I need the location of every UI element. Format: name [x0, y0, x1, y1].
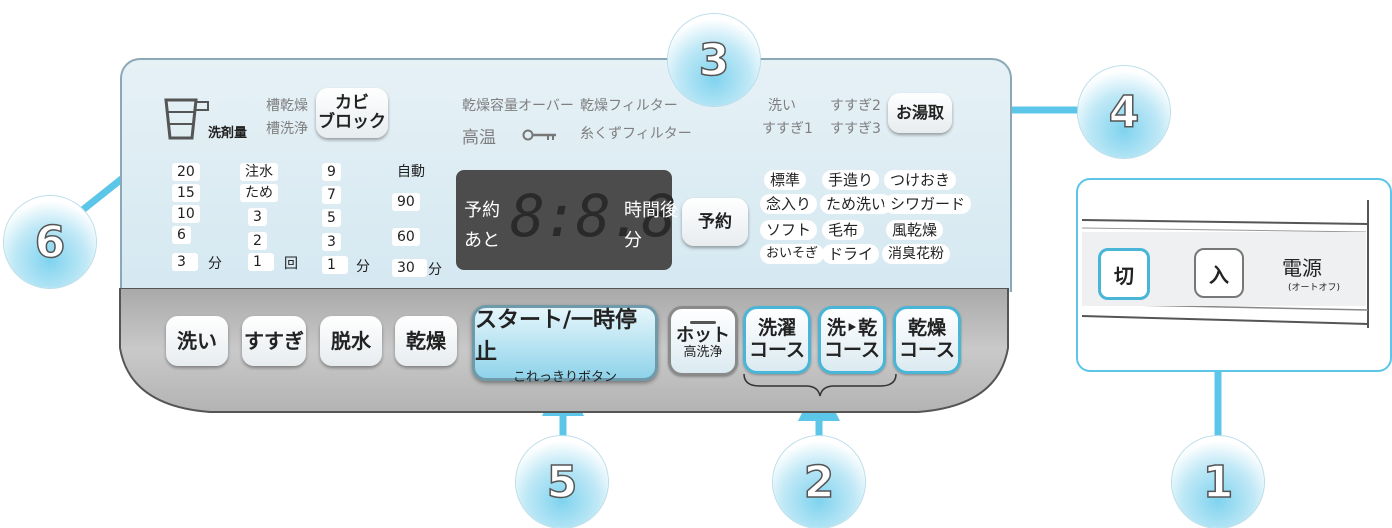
- rinse-button[interactable]: すすぎ: [242, 316, 306, 366]
- hot-label-1: ホット: [676, 324, 730, 346]
- callout-badge-6: 6: [4, 196, 96, 288]
- course-item: 標準: [764, 170, 807, 190]
- hot-water-button[interactable]: お湯取: [888, 93, 952, 133]
- dry-value: 90: [392, 193, 420, 211]
- detergent-amount-label: 洗剤量: [208, 126, 248, 141]
- spin-value: 7: [322, 186, 341, 204]
- callout-badge-5: 5: [516, 436, 608, 528]
- badge-number: 6: [34, 216, 66, 269]
- course-item: 消臭花粉: [882, 244, 950, 264]
- display-fun: 分: [624, 230, 642, 251]
- dry-unit: 分: [428, 262, 442, 278]
- stage-wash-indicator: 洗い: [768, 98, 796, 114]
- display-ato: あと: [464, 230, 500, 251]
- spin-value: 3: [322, 233, 341, 251]
- detergent-value: 3: [172, 253, 198, 271]
- dry-value: 60: [392, 228, 420, 246]
- badge-number: 4: [1108, 86, 1140, 139]
- course-item: 念入り: [760, 194, 818, 214]
- course-item: ドライ: [822, 244, 880, 264]
- course-item: つけおき: [884, 170, 957, 190]
- course-group-bracket: [743, 373, 897, 397]
- callout-badge-4: 4: [1078, 66, 1170, 158]
- course-item: 手造り: [822, 170, 880, 190]
- spin-unit: 分: [356, 259, 370, 275]
- dry-value: 自動: [397, 164, 425, 180]
- callout-badge-3: 3: [668, 14, 760, 106]
- callout-badge-2: 2: [773, 436, 865, 528]
- power-on-button[interactable]: 入: [1194, 248, 1244, 298]
- badge-number: 1: [1202, 456, 1234, 509]
- water-value: 1: [248, 253, 274, 271]
- power-off-button[interactable]: 切: [1098, 248, 1150, 300]
- detergent-unit: 分: [208, 256, 222, 272]
- wash-course-button[interactable]: 洗濯 コース: [743, 306, 811, 374]
- wash-course-label-2: コース: [748, 339, 806, 361]
- lint-filter-indicator: 糸くずフィルター: [580, 126, 692, 142]
- start-pause-sublabel: これっきりボタン: [512, 369, 617, 385]
- reserve-button[interactable]: 予約: [682, 198, 748, 246]
- dry-button[interactable]: 乾燥: [395, 316, 457, 366]
- spin-value: 9: [322, 163, 341, 181]
- water-value: 3: [248, 208, 267, 226]
- badge-number: 3: [698, 34, 730, 87]
- badge-number: 2: [803, 456, 835, 509]
- stage-rinse1-indicator: すすぎ1: [762, 121, 813, 137]
- tub-dry-label: 槽乾燥: [266, 98, 308, 114]
- power-sublabel: (オートオフ): [1288, 283, 1341, 293]
- detergent-value: 10: [172, 205, 200, 223]
- callout-badge-1: 1: [1172, 436, 1264, 528]
- tub-clean-label: 槽洗浄: [266, 121, 308, 137]
- dry-course-label-1: 乾燥: [907, 317, 946, 340]
- wash-dry-course-label-2: コース: [823, 339, 881, 361]
- dry-filter-indicator: 乾燥フィルター: [580, 98, 678, 114]
- stage-rinse3-indicator: すすぎ3: [830, 121, 881, 137]
- course-item: 毛布: [822, 220, 865, 240]
- display-yoyaku: 予約: [464, 200, 500, 221]
- mold-block-label-2: ブロック: [318, 112, 386, 132]
- wash-dry-course-button[interactable]: 洗‣乾 コース: [818, 306, 886, 374]
- badge-number: 5: [546, 456, 578, 509]
- spin-value: 5: [322, 209, 341, 227]
- water-value: ため: [240, 184, 278, 202]
- water-unit: 回: [284, 256, 298, 272]
- start-pause-label: スタート/一時停止: [475, 307, 638, 365]
- hot-label-2: 高洗浄: [683, 345, 723, 361]
- hot-indicator-icon: [690, 320, 716, 324]
- spin-button[interactable]: 脱水: [320, 316, 382, 366]
- course-item: シワガード: [884, 194, 972, 214]
- wash-course-label-1: 洗濯: [757, 317, 796, 340]
- course-item: ため洗い: [820, 194, 893, 214]
- course-item: ソフト: [760, 220, 818, 240]
- detergent-value: 6: [172, 226, 191, 244]
- wash-dry-course-label-1: 洗‣乾: [826, 317, 878, 340]
- wash-button[interactable]: 洗い: [166, 316, 228, 366]
- dry-value: 30: [392, 259, 427, 277]
- water-value: 注水: [240, 163, 278, 181]
- mold-block-button[interactable]: カビ ブロック: [316, 88, 388, 138]
- course-item: おいそぎ: [760, 244, 825, 264]
- high-temp-indicator: 高温: [462, 128, 496, 148]
- dry-overload-indicator: 乾燥容量オーバー: [462, 98, 574, 114]
- dry-course-button[interactable]: 乾燥 コース: [893, 306, 961, 374]
- hot-high-clean-button[interactable]: ホット 高洗浄: [668, 306, 738, 376]
- water-value: 2: [248, 232, 267, 250]
- stage-rinse2-indicator: すすぎ2: [830, 98, 881, 114]
- key-icon: [522, 129, 556, 141]
- power-label: 電源: [1282, 256, 1322, 280]
- detergent-cup-icon: [164, 98, 209, 140]
- detergent-value: 20: [172, 163, 200, 181]
- course-item: 風乾燥: [886, 220, 944, 240]
- spin-value: 1: [322, 256, 348, 274]
- timer-display: 予約 あと 8:8.8. 時間後 分: [456, 170, 710, 270]
- mold-block-label-1: カビ: [335, 93, 369, 114]
- display-digits: 8:8.8.: [510, 182, 710, 250]
- start-pause-button[interactable]: スタート/一時停止 これっきりボタン: [472, 305, 658, 385]
- detergent-value: 15: [172, 184, 200, 202]
- dry-course-label-2: コース: [898, 339, 956, 361]
- display-jikango: 時間後: [624, 200, 678, 221]
